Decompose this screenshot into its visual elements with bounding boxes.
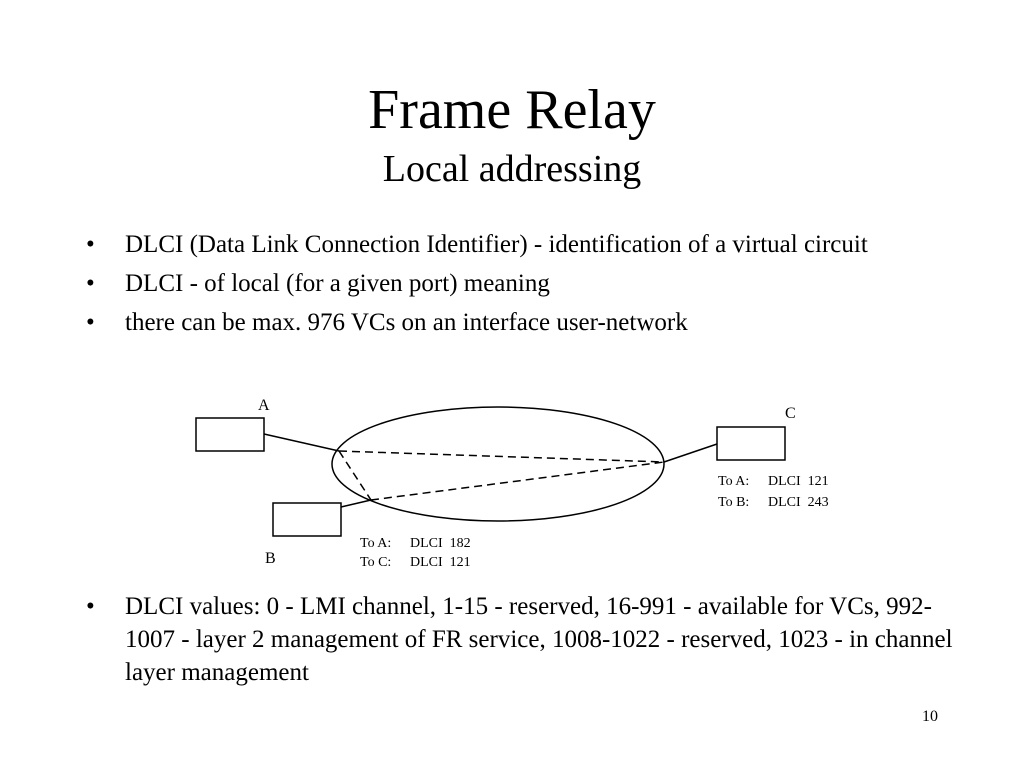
c-dlci-value-1: DLCI 121	[768, 474, 829, 489]
page-number: 10	[922, 708, 938, 725]
network-cloud	[331, 406, 665, 522]
bullet-marker: •	[86, 231, 95, 258]
bullet-marker: •	[86, 593, 95, 620]
bullet-list: • DLCI (Data Link Connection Identifier)…	[80, 228, 960, 345]
bullet-marker: •	[86, 309, 95, 336]
bullet-text: there can be max. 976 VCs on an interfac…	[125, 309, 688, 336]
node-a-label: A	[258, 397, 270, 414]
b-dlci-value-2: DLCI 121	[410, 555, 471, 570]
slide-subtitle: Local addressing	[382, 148, 642, 190]
node-c-label: C	[785, 405, 796, 422]
vc-b-c	[370, 461, 665, 501]
node-a-box	[195, 417, 265, 452]
node-b-label: B	[265, 550, 276, 567]
c-dlci-dest-1: To A:	[718, 474, 749, 489]
b-dlci-dest-1: To A:	[360, 536, 391, 551]
bullet-text: DLCI values: 0 - LMI channel, 1-15 - res…	[125, 593, 953, 686]
bullet-list-lower: • DLCI values: 0 - LMI channel, 1-15 - r…	[80, 590, 960, 695]
link-a	[263, 433, 340, 452]
bullet-item: • DLCI (Data Link Connection Identifier)…	[80, 228, 960, 261]
c-dlci-value-2: DLCI 243	[768, 495, 829, 510]
link-b	[340, 499, 372, 508]
bullet-item: • DLCI - of local (for a given port) mea…	[80, 267, 960, 300]
bullet-item: • DLCI values: 0 - LMI channel, 1-15 - r…	[80, 590, 960, 689]
bullet-marker: •	[86, 270, 95, 297]
node-c-box	[716, 426, 786, 461]
bullet-item: • there can be max. 976 VCs on an interf…	[80, 306, 960, 339]
b-dlci-value-1: DLCI 182	[410, 536, 471, 551]
node-b-box	[272, 502, 342, 537]
vc-a-b	[338, 450, 372, 501]
slide-title: Frame Relay	[368, 79, 656, 141]
b-dlci-dest-2: To C:	[360, 555, 391, 570]
vc-a-c	[338, 450, 665, 463]
c-dlci-dest-2: To B:	[718, 495, 749, 510]
bullet-text: DLCI (Data Link Connection Identifier) -…	[125, 231, 868, 258]
bullet-text: DLCI - of local (for a given port) meani…	[125, 270, 550, 297]
link-c	[663, 443, 718, 463]
